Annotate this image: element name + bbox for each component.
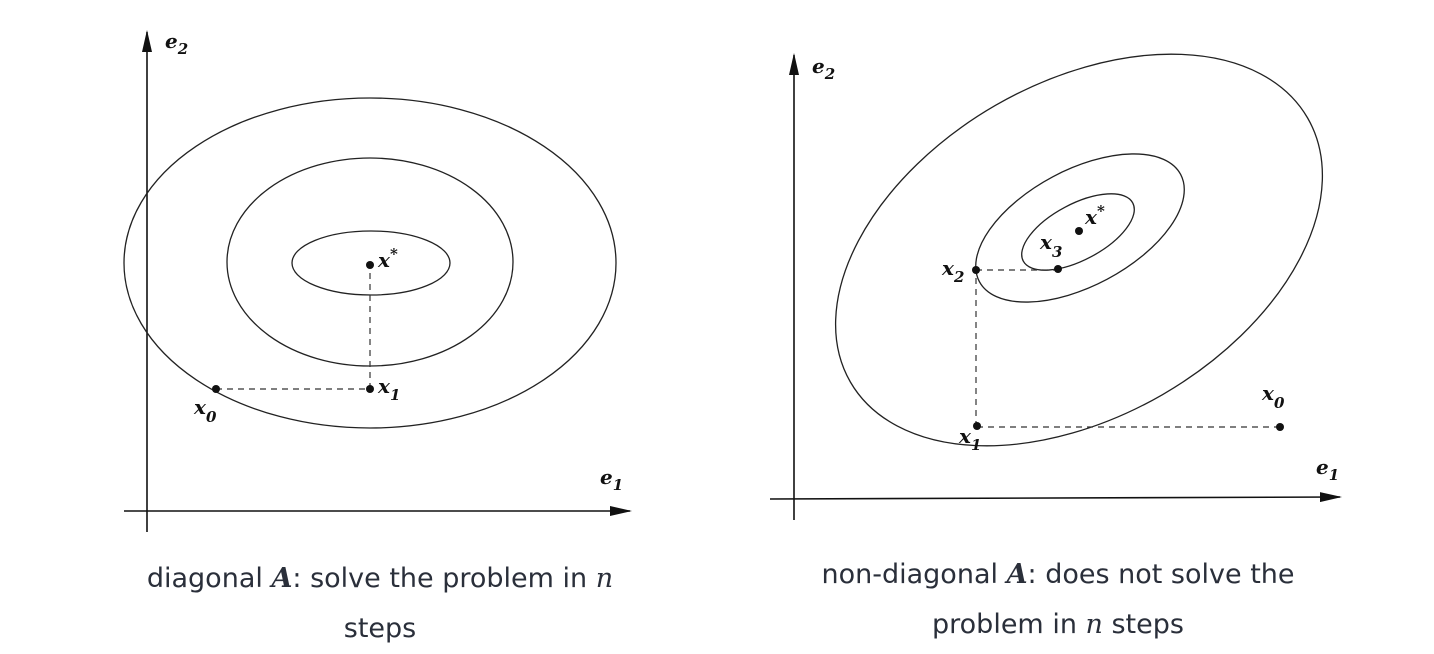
right-caption: non-diagonal A: does not solve the probl…	[748, 550, 1368, 650]
right-caption-line-1: non-diagonal A: does not solve the	[821, 559, 1295, 590]
right-label-x0: x0	[1261, 381, 1285, 412]
left-label-x1: x1	[377, 374, 400, 404]
right-caption-line-2: problem in n steps	[932, 609, 1184, 640]
right-inner-contour	[1021, 193, 1135, 271]
matrix-a-symbol: A	[271, 563, 293, 594]
right-middle-contour	[975, 153, 1185, 303]
left-outer-contour	[123, 97, 617, 429]
right-point-xstar	[1075, 227, 1083, 235]
right-label-x1: x1	[958, 424, 981, 454]
right-outer-contour	[834, 53, 1324, 447]
n-symbol: n	[1085, 609, 1103, 640]
right-point-x2	[972, 266, 980, 274]
right-point-x1	[973, 422, 981, 430]
right-x-axis	[769, 492, 1342, 503]
n-symbol: n	[595, 563, 614, 594]
right-label-x3: x3	[1039, 230, 1062, 261]
right-label-e1: e1	[1316, 455, 1339, 484]
right-label-x2: x2	[941, 256, 964, 286]
left-point-xstar	[366, 261, 374, 269]
left-diagram: e2 e1 x0 x1 x*	[123, 29, 632, 532]
right-diagram: e2 e1 x0 x1 x2 x3 x*	[769, 53, 1342, 520]
left-point-x0	[212, 385, 220, 393]
right-point-x0	[1276, 423, 1284, 431]
right-label-xstar: x*	[1084, 202, 1105, 229]
left-caption-line-1: diagonal A: solve the problem in n	[146, 563, 614, 594]
left-label-e1: e1	[600, 465, 623, 494]
left-label-x0: x0	[193, 395, 217, 426]
left-label-xstar: x*	[377, 245, 398, 272]
left-label-e2: e2	[165, 29, 188, 58]
left-caption: diagonal A: solve the problem in n steps	[70, 554, 690, 654]
left-caption-line-2: steps	[343, 613, 417, 644]
left-inner-contour	[291, 230, 451, 296]
matrix-a-symbol: A	[1006, 559, 1028, 590]
right-point-x3	[1054, 265, 1062, 273]
right-label-e2: e2	[812, 54, 835, 83]
left-point-x1	[366, 385, 374, 393]
